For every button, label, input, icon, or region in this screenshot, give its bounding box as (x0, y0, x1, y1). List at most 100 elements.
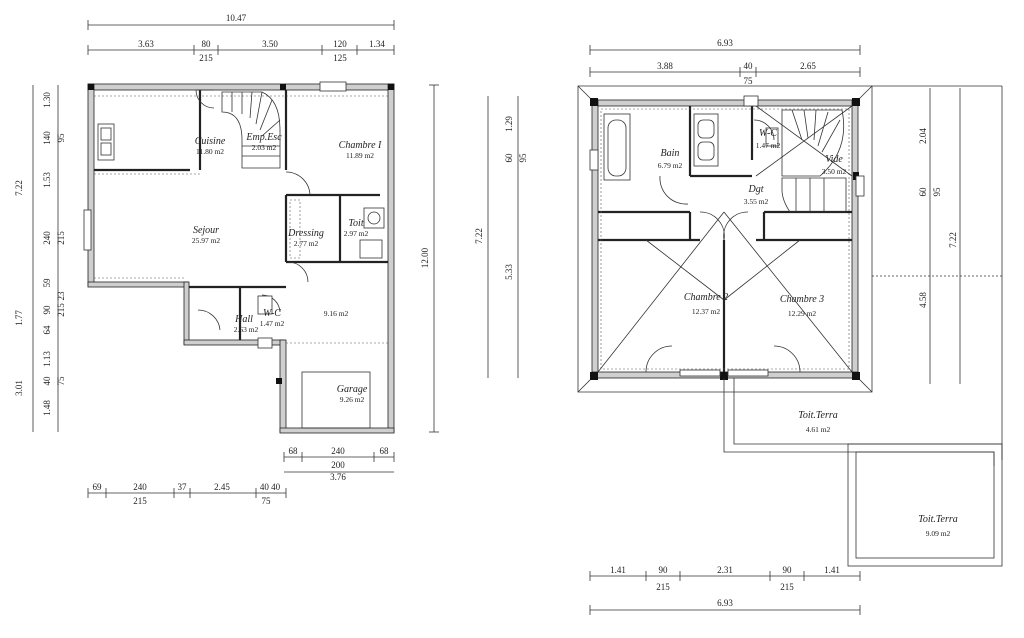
uf-terrace-1 (723, 378, 995, 466)
gf-room-dressing: Dressing (287, 228, 324, 239)
uf-dim-bottom-b: 90 (659, 565, 669, 575)
gf-window-top (319, 81, 347, 92)
gf-room-wc: W-C (263, 308, 281, 319)
gf-dim-garage-c: 68 (380, 446, 390, 456)
gf-dim-left-11: 90 (42, 305, 52, 315)
uf-dim-bottom-c: 2.31 (717, 565, 733, 575)
uf-dim-left-5: 5.33 (504, 264, 514, 280)
uf-dim-b: 40 (744, 61, 754, 71)
uf-dim-bottom-e: 1.41 (824, 565, 840, 575)
gf-area-sejour: 25.97 m2 (192, 236, 221, 245)
gf-dim-f3: 37 (178, 482, 188, 492)
uf-door-bain (659, 175, 689, 205)
gf-dim-left-8: 23 (56, 291, 66, 301)
uf-dim-bottom-a: 1.41 (610, 565, 626, 575)
uf-dim-right-4: 7.22 (948, 232, 958, 248)
uf-room-chambre-3: Chambre 3 (780, 294, 824, 305)
gf-dim-d2: 125 (333, 53, 347, 63)
gf-dim-garage-sub: 200 (331, 460, 345, 470)
uf-dim-bottom-d2: 215 (780, 582, 794, 592)
gf-dim-left-total: 7.22 (14, 180, 24, 196)
uf-area-toit-terra-2: 9.09 m2 (926, 529, 951, 538)
gf-dim-left-16: 75 (56, 376, 66, 386)
gf-dim-left-10: 64 (42, 325, 52, 335)
gf-dim-left-6: 215 (56, 231, 66, 245)
uf-dim-right-1: 2.04 (918, 128, 928, 144)
gf-dim-f4: 2.45 (214, 482, 230, 492)
uf-dim-left-1: 1.29 (504, 116, 514, 132)
gf-dim-left-1: 1.30 (42, 92, 52, 108)
gf-area-hall: 2.63 m2 (234, 325, 259, 334)
gf-door-kitchen (195, 89, 215, 109)
gf-outer-wall (87, 83, 395, 91)
uf-area-vide: 3.50 m2 (822, 167, 847, 176)
gf-wc-toilet (257, 295, 273, 315)
gf-dim-f2b: 215 (133, 496, 147, 506)
gf-dim-garage-b: 240 (331, 446, 345, 456)
gf-dim-c: 3.50 (262, 39, 278, 49)
uf-dim-right-2: 60 (918, 187, 928, 197)
gf-dim-f2: 240 (133, 482, 147, 492)
gf-dim-left-9: 1.77 (14, 310, 24, 326)
uf-dim-left-2: 60 (504, 153, 514, 163)
gf-dim-a: 3.63 (138, 39, 154, 49)
gf-room-emp-esc: Emp.Esc (245, 132, 282, 143)
gf-room-cuisine: Cuisine (195, 136, 226, 147)
gf-dim-b: 80 (202, 39, 212, 49)
uf-area-toit-terra-1: 4.61 m2 (806, 425, 831, 434)
uf-dim-left-4: 7.22 (474, 228, 484, 244)
uf-room-vide: Vide (825, 154, 843, 165)
gf-room-garage: Garage (337, 384, 368, 395)
gf-dim-b2: 215 (199, 53, 213, 63)
uf-wc-toilet (765, 127, 779, 147)
uf-outer-wall (591, 99, 859, 107)
gf-dim-d: 120 (333, 39, 347, 49)
gf-dim-left-5: 240 (42, 231, 52, 245)
uf-area-bain: 6.79 m2 (658, 161, 683, 170)
uf-dim-bottom-total: 6.93 (717, 598, 733, 608)
gf-area-emp-esc: 2.03 m2 (252, 143, 277, 152)
gf-room-sejour: Sejour (193, 225, 219, 236)
uf-dim-bottom-d: 90 (783, 565, 793, 575)
gf-room-toit: Toit (348, 218, 363, 229)
uf-terrace-2 (847, 443, 1003, 567)
gf-dim-garage-a: 68 (289, 446, 299, 456)
gf-area-cuisine: 11.80 m2 (196, 147, 224, 156)
gf-area-chambre-1: 11.89 m2 (346, 151, 374, 160)
gf-dim-right-height: 12.00 (420, 247, 430, 268)
uf-dim-b2: 75 (744, 76, 754, 86)
uf-dim-total-width: 6.93 (717, 38, 733, 48)
uf-dim-left-3: 95 (518, 153, 528, 163)
gf-dim-left-3: 95 (56, 133, 66, 143)
gf-area-toit: 2.97 m2 (344, 229, 369, 238)
uf-dim-right-5: 4.58 (918, 292, 928, 308)
gf-dim-left-4: 1.53 (42, 172, 52, 188)
uf-dim-right-3: 95 (932, 187, 942, 197)
uf-room-chambre-2: Chambre 2 (684, 292, 728, 303)
gf-dim-e: 1.34 (369, 39, 385, 49)
gf-garage-door (301, 371, 371, 429)
gf-staircase (221, 91, 281, 169)
uf-dim-c: 2.65 (800, 61, 816, 71)
gf-dim-left-7: 59 (42, 278, 52, 288)
gf-dim-f5b: 75 (262, 496, 272, 506)
uf-area-chambre-2: 12.37 m2 (692, 307, 721, 316)
gf-area-unnamed: 9.16 m2 (324, 309, 349, 318)
gf-dim-left-15: 40 (42, 376, 52, 386)
uf-room-bain: Bain (661, 148, 680, 159)
uf-staircase (781, 109, 847, 213)
gf-area-garage: 9.26 m2 (340, 395, 365, 404)
uf-room-toit-terra-1: Toit.Terra (798, 410, 838, 421)
gf-room-hall: Hall (234, 314, 253, 325)
uf-area-dgt: 3.55 m2 (744, 197, 769, 206)
gf-dim-left-12: 215 (56, 303, 66, 317)
gf-area-wc: 1.47 m2 (260, 319, 285, 328)
uf-room-wc: W-C (759, 128, 777, 139)
gf-dim-left-17: 1.48 (42, 400, 52, 416)
uf-dim-bottom-b2: 215 (656, 582, 670, 592)
uf-dim-a: 3.88 (657, 61, 673, 71)
gf-dim-f5: 40 40 (260, 482, 281, 492)
gf-dim-garage-total: 3.76 (330, 472, 346, 482)
upper-floor-plan: 6.93 3.88 40 75 2.65 1.29 60 95 7.22 5.3… (474, 38, 1003, 615)
